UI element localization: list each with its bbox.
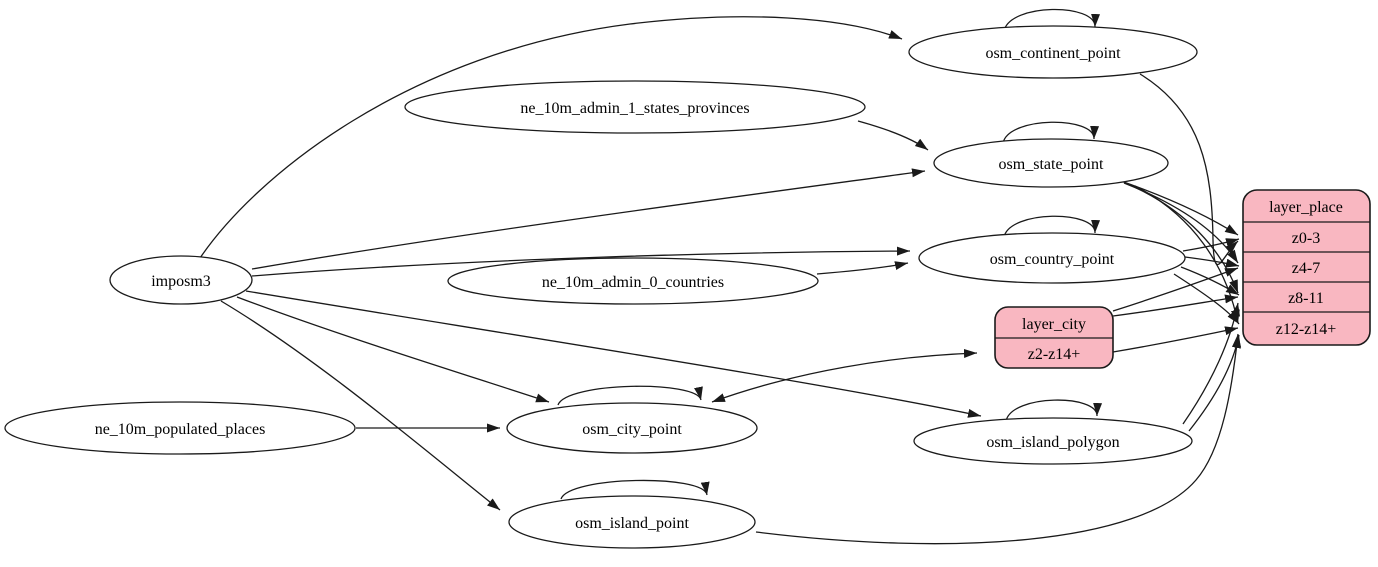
imposm3-shape — [109, 255, 253, 305]
osm_country_point-shape — [918, 232, 1186, 284]
record-layer_place: layer_place z0-3 z4-7 z8-11 z12-z14+ — [1242, 189, 1371, 346]
selfloop-osm_city_point — [557, 385, 703, 406]
record-layer_city: layer_city z2-z14+ — [994, 306, 1114, 369]
ne_10m_populated_places-shape — [4, 401, 356, 455]
node-osm_island_point: osm_island_point — [508, 495, 756, 549]
edge-ne_10m_admin_0_countries-osm_country_point — [816, 261, 909, 275]
ne_10m_admin_1_states_provinces-label: ne_10m_admin_1_states_provinces — [520, 100, 749, 117]
ne_10m_admin_1_states_provinces-shape — [404, 80, 866, 134]
selfloop-osm_country_point — [1003, 215, 1101, 238]
node-osm_continent_point: osm_continent_point — [908, 25, 1198, 79]
imposm3-label: imposm3 — [151, 273, 211, 290]
osm_island_polygon-shape — [913, 417, 1193, 465]
layer_place-row-z4-7: z4-7 — [1292, 260, 1320, 277]
edge-imposm3-osm_state_point — [251, 168, 926, 270]
layer_place-title: layer_place — [1269, 199, 1343, 216]
edge-osm_city_point-layer_city — [711, 348, 978, 403]
selfloop-osm_island_point — [560, 479, 710, 500]
osm_city_point-shape — [506, 402, 758, 454]
osm_country_point-label: osm_country_point — [990, 251, 1115, 268]
edge-osm_island_point-layer_place-z12-z14 — [755, 333, 1242, 545]
edge-imposm3-osm_country_point — [251, 246, 911, 277]
edge-osm_state_point-layer_place-z8-11 — [1129, 184, 1239, 294]
edge-imposm3-osm_island_polygon — [245, 290, 982, 418]
ne_10m_admin_0_countries-label: ne_10m_admin_0_countries — [542, 274, 724, 291]
edge-osm_island_polygon-layer_place-z8-11 — [1182, 302, 1241, 425]
node-ne_10m_populated_places: ne_10m_populated_places — [4, 401, 356, 455]
osm_island_point-shape — [508, 495, 756, 549]
layer_place-row-z0-3: z0-3 — [1292, 230, 1320, 247]
selfloop-osm_state_point — [1002, 121, 1100, 144]
node-ne_10m_admin_1_states_provinces: ne_10m_admin_1_states_provinces — [404, 80, 866, 134]
layer_place-box — [1242, 189, 1371, 346]
layer_city-title: layer_city — [1022, 316, 1086, 333]
osm_city_point-label: osm_city_point — [582, 421, 682, 438]
edge-osm_city_point-layer_place-z12-z14 — [1112, 326, 1239, 353]
edge-imposm3-osm_city_point — [236, 296, 550, 403]
edge-imposm3-osm_island_point — [220, 300, 501, 511]
edge-ne_10m_admin_1_states_provinces-osm_state_point — [857, 120, 929, 151]
edge-osm_city_point-layer_place-z8-11 — [1112, 294, 1239, 317]
edges — [197, 8, 1242, 545]
osm_continent_point-shape — [908, 25, 1198, 79]
node-ne_10m_admin_0_countries: ne_10m_admin_0_countries — [447, 257, 819, 305]
osm_state_point-shape — [933, 138, 1169, 188]
node-osm_island_polygon: osm_island_polygon — [913, 417, 1193, 465]
selfloop-osm_island_polygon — [1005, 399, 1103, 422]
selfloop-osm_continent_point — [1003, 8, 1100, 32]
layer_place-row-z12-z14: z12-z14+ — [1276, 321, 1337, 338]
edge-osm_city_point-layer_place-z4-7 — [1112, 267, 1239, 312]
edge-osm_country_point-layer_place-z4-7 — [1184, 256, 1240, 268]
osm_continent_point-label: osm_continent_point — [985, 45, 1121, 62]
node-osm_state_point: osm_state_point — [933, 138, 1169, 188]
layer_city-row-z2-z14: z2-z14+ — [1028, 346, 1081, 363]
edge-osm_country_point-layer_place-z8-11 — [1180, 266, 1240, 296]
osm_island_point-label: osm_island_point — [575, 515, 689, 532]
osm_state_point-label: osm_state_point — [999, 156, 1104, 173]
edge-osm_state_point-layer_place-z0-3 — [1117, 179, 1239, 236]
edge-osm_country_point-layer_place-z0-3 — [1182, 238, 1240, 252]
node-osm_country_point: osm_country_point — [918, 232, 1186, 284]
osm_island_polygon-label: osm_island_polygon — [986, 434, 1119, 451]
edge-imposm3-osm_continent_point — [197, 16, 903, 262]
ne_10m_admin_0_countries-shape — [447, 257, 819, 305]
layer_place-row-z8-11: z8-11 — [1288, 290, 1324, 307]
edge-osm_continent_point-layer_place-z0-3 — [1139, 73, 1239, 266]
node-osm_city_point: osm_city_point — [506, 402, 758, 454]
ne_10m_populated_places-label: ne_10m_populated_places — [95, 421, 266, 438]
node-imposm3: imposm3 — [109, 255, 253, 305]
